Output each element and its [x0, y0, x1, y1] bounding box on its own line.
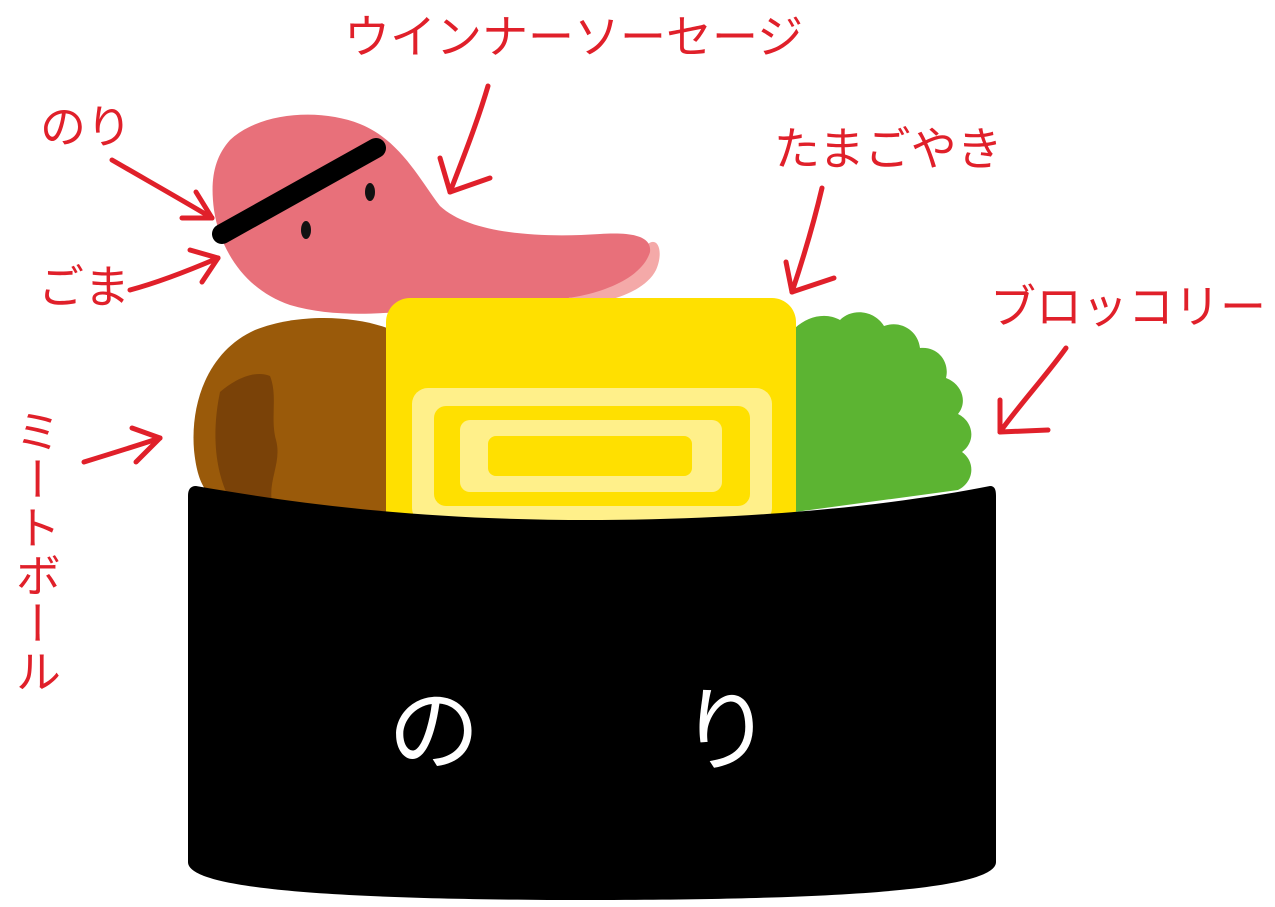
tamagoyaki — [386, 298, 796, 534]
sausage-body — [212, 114, 651, 314]
arrow-sausage — [437, 83, 493, 195]
label-sesame: ごま — [38, 260, 130, 314]
arrow-sesame — [127, 247, 221, 293]
label-sausage: ウインナーソーセージ — [344, 10, 804, 64]
arrow-meatball — [81, 425, 163, 465]
meatball-shade — [215, 373, 278, 502]
nori-headband — [212, 138, 386, 244]
label-meatball: ミートボール — [8, 408, 62, 696]
meatball — [193, 317, 392, 512]
arrow-tamagoyaki — [783, 185, 837, 295]
eye-left — [301, 221, 311, 239]
broccoli — [795, 312, 972, 512]
eye-right — [365, 183, 375, 201]
sausage — [212, 114, 660, 314]
arrow-broccoli — [997, 345, 1069, 435]
annotation-arrows — [81, 83, 1069, 465]
label-nori: のり — [40, 100, 132, 154]
nori-container — [188, 486, 996, 900]
broccoli-body — [795, 312, 972, 512]
arrow-nori — [109, 157, 215, 221]
egg-core — [488, 436, 692, 476]
container-text-left: の — [388, 678, 481, 785]
label-tamagoyaki: たまごやき — [774, 122, 1003, 176]
label-broccoli: ブロッコリー — [990, 280, 1266, 334]
container-text-right: り — [680, 678, 773, 785]
